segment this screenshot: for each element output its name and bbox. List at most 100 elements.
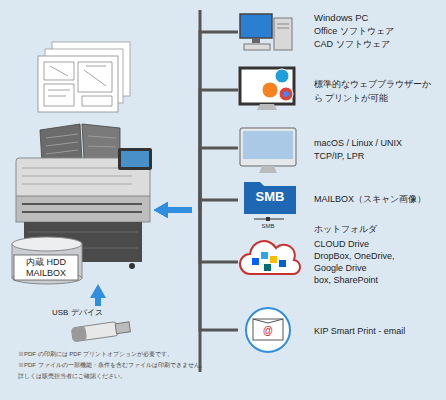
label-holder: SMB	[250, 191, 290, 203]
printer-node: 内蔵 HDD MAILBOX	[8, 116, 154, 284]
protocol-label: SMB	[256, 222, 280, 230]
storage-label: 内蔵 HDD MAILBOX	[14, 257, 78, 279]
usb-device: USB デバイス	[50, 306, 136, 348]
app-icon	[252, 258, 259, 265]
chrome-logo	[279, 87, 293, 101]
folder-label: SMB	[250, 191, 290, 203]
app-icon	[270, 256, 277, 263]
source-text: macOS / Linux / UNIX	[314, 137, 402, 149]
connector-arrow	[168, 207, 192, 213]
tray-lines	[46, 134, 116, 154]
usb-plug	[115, 322, 130, 334]
cloud	[240, 241, 300, 274]
label-holder: SMB	[256, 222, 280, 230]
browser-icon	[240, 68, 294, 110]
connector	[168, 90, 238, 210]
paper-sheet	[38, 56, 118, 112]
connector	[168, 210, 238, 330]
output-tray	[82, 124, 120, 160]
source-text: KIP Smart Print - email	[314, 325, 405, 337]
connector-line	[200, 90, 238, 210]
text-holder: CAD ソフトウェア	[314, 38, 390, 50]
monitor-stand	[252, 38, 260, 43]
source-text: CAD ソフトウェア	[314, 38, 390, 50]
monitor	[240, 14, 272, 38]
network-dot	[266, 217, 270, 221]
text-holder: KIP Smart Print - email	[314, 325, 405, 337]
keyboard	[244, 44, 270, 50]
connector-line	[200, 210, 238, 330]
envelope	[253, 319, 283, 340]
note: ※PDF ファイルの一部機能・条件を含むファイルは印刷できません。	[18, 361, 206, 369]
printer-lines	[22, 168, 132, 184]
usb-cap	[71, 326, 87, 342]
source-text: CLOUD Drive	[314, 238, 369, 250]
source-text: 標準的なウェブブラウザーから プリントが可能	[314, 77, 439, 105]
email-symbol: @	[260, 325, 276, 337]
connector-line	[200, 32, 238, 210]
text-holder: box, SharePoint	[314, 274, 378, 286]
connector-arrow	[168, 207, 192, 213]
paper-drawings	[38, 42, 130, 112]
control-panel	[118, 148, 152, 170]
label-holder: 詳しくは販売担当者にご確認ください。	[18, 372, 126, 380]
text-holder: DropBox, OneDrive,	[314, 250, 395, 262]
usb-stick	[71, 320, 130, 342]
text-holder: TCP/IP, LPR	[314, 150, 364, 162]
source-text: Windows PC	[314, 12, 368, 24]
disk-top	[12, 237, 82, 251]
imac-icon	[240, 128, 296, 173]
note: ※PDF の印刷には PDF プリントオプションが必要です。	[18, 350, 173, 358]
text-holder: Office ソフトウェア	[314, 25, 394, 37]
connector	[168, 148, 238, 210]
panel-screen	[121, 151, 149, 167]
monitor-stand	[257, 104, 277, 110]
text-holder: 内蔵 HDD MAILBOX	[14, 257, 78, 279]
text-holder: USB デバイス	[52, 308, 103, 318]
connector-line	[200, 210, 238, 262]
source-item: macOS / Linux / UNIXTCP/IP, LPR	[238, 124, 440, 174]
label-holder: @	[260, 325, 276, 337]
wheel	[129, 263, 135, 269]
hdd-disk	[12, 237, 82, 284]
source-item: 標準的なウェブブラウザーから プリントが可能	[238, 64, 442, 112]
device-label: USB デバイス	[52, 308, 103, 318]
source-text: box, SharePoint	[314, 274, 378, 286]
connector	[168, 210, 238, 262]
source-text: Office ソフトウェア	[314, 25, 394, 37]
connector	[98, 298, 99, 306]
usb-body	[71, 322, 119, 342]
text-holder: Windows PC	[314, 12, 368, 24]
connector-arrow	[168, 207, 192, 213]
printer-middle	[16, 196, 150, 222]
connector-arrow	[168, 207, 192, 213]
text-holder: Google Drive	[314, 262, 367, 274]
connector-line	[200, 148, 238, 210]
disk-sticker	[14, 255, 78, 280]
connector-line	[200, 200, 238, 210]
pc-icon	[240, 14, 292, 50]
connector-arrow	[168, 207, 192, 213]
imac-frame	[240, 128, 296, 166]
firefox-logo	[262, 82, 278, 98]
connector-arrow	[95, 298, 101, 306]
source-item: Windows PCOffice ソフトウェアCAD ソフトウェア	[238, 10, 440, 54]
source-item: CLOUD DriveDropBox, OneDrive,Google Driv…	[238, 237, 440, 291]
email-icon	[246, 308, 290, 352]
text-holder: MAILBOX（スキャン画像）	[314, 193, 426, 205]
monitor	[240, 68, 294, 104]
connector-arrow	[168, 207, 192, 213]
edge-logo	[275, 69, 289, 83]
imac-screen	[243, 131, 293, 159]
text-holder: 標準的なウェブブラウザーから プリントが可能	[314, 77, 439, 105]
connector	[168, 32, 238, 210]
note: 詳しくは販売担当者にご確認ください。	[18, 372, 126, 380]
app-icon	[261, 252, 268, 259]
tower-lines	[277, 24, 289, 28]
text-holder: ホットフォルダ	[314, 223, 377, 235]
source-text: ホットフォルダ	[314, 223, 377, 235]
label-holder: ※PDF の印刷には PDF プリントオプションが必要です。	[18, 350, 173, 358]
folder	[244, 182, 296, 214]
source-text: MAILBOX（スキャン画像）	[314, 193, 426, 205]
